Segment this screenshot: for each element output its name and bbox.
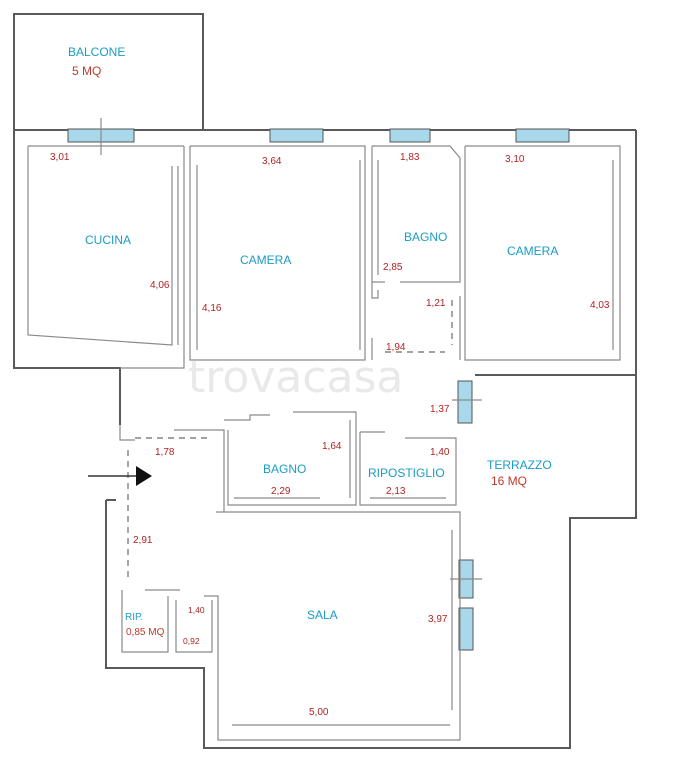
dim-camera1-depth: 4,16 [202, 303, 222, 314]
interior-walls [27, 145, 621, 741]
room-area-balcone: 5 MQ [72, 64, 101, 78]
dim-camera2-width: 3,10 [505, 154, 525, 165]
dim-bagno2-width: 2,29 [271, 486, 291, 497]
dim-cucina-depth: 4,06 [150, 280, 170, 291]
room-label-bagno-1: BAGNO [404, 230, 447, 244]
dim-hall-width: 1,78 [155, 447, 175, 458]
room-label-rip: RIP. [125, 612, 143, 623]
room-label-camera-2: CAMERA [507, 244, 558, 258]
windows [67, 118, 570, 651]
dim-corridor-upper-width: 1,94 [386, 342, 406, 353]
window-camera-1 [269, 128, 324, 143]
room-label-camera-1: CAMERA [240, 253, 291, 267]
dim-bagno2-depth: 1,64 [322, 441, 342, 452]
dim-corridor-mid-depth: 1,37 [430, 404, 450, 415]
room-label-terrazzo: TERRAZZO [487, 458, 552, 472]
room-label-balcone: BALCONE [68, 45, 125, 59]
dim-sala-depth: 3,97 [428, 614, 448, 625]
window-corridor [457, 380, 473, 424]
room-label-cucina: CUCINA [85, 233, 131, 247]
entrance-arrow-icon [88, 466, 152, 486]
window-camera-2 [515, 128, 570, 143]
dim-ripostiglio-width: 2,13 [386, 486, 406, 497]
dim-camera1-width: 3,64 [262, 156, 282, 167]
dim-ripostiglio-depth: 1,40 [430, 447, 450, 458]
dim-sala-width: 5,00 [309, 707, 329, 718]
dim-cucina-width: 3,01 [50, 152, 70, 163]
dim-bagno1-depth: 2,85 [383, 262, 403, 273]
room-label-bagno-2: BAGNO [263, 462, 306, 476]
room-area-rip: 0,85 MQ [126, 627, 165, 638]
dim-bagno1-width: 1,83 [400, 152, 420, 163]
dim-corridor-upper-depth: 1,21 [426, 298, 446, 309]
dim-camera2-depth: 4,03 [590, 300, 610, 311]
dim-hall-depth: 2,91 [133, 535, 153, 546]
room-area-terrazzo: 16 MQ [491, 474, 527, 488]
window-sala-2 [458, 607, 474, 651]
dim-closet-width: 0,92 [183, 636, 200, 646]
dim-closet-depth: 1,40 [188, 605, 205, 615]
room-label-ripostiglio: RIPOSTIGLIO [368, 466, 445, 480]
room-label-sala: SALA [307, 608, 338, 622]
window-bagno [389, 128, 431, 143]
